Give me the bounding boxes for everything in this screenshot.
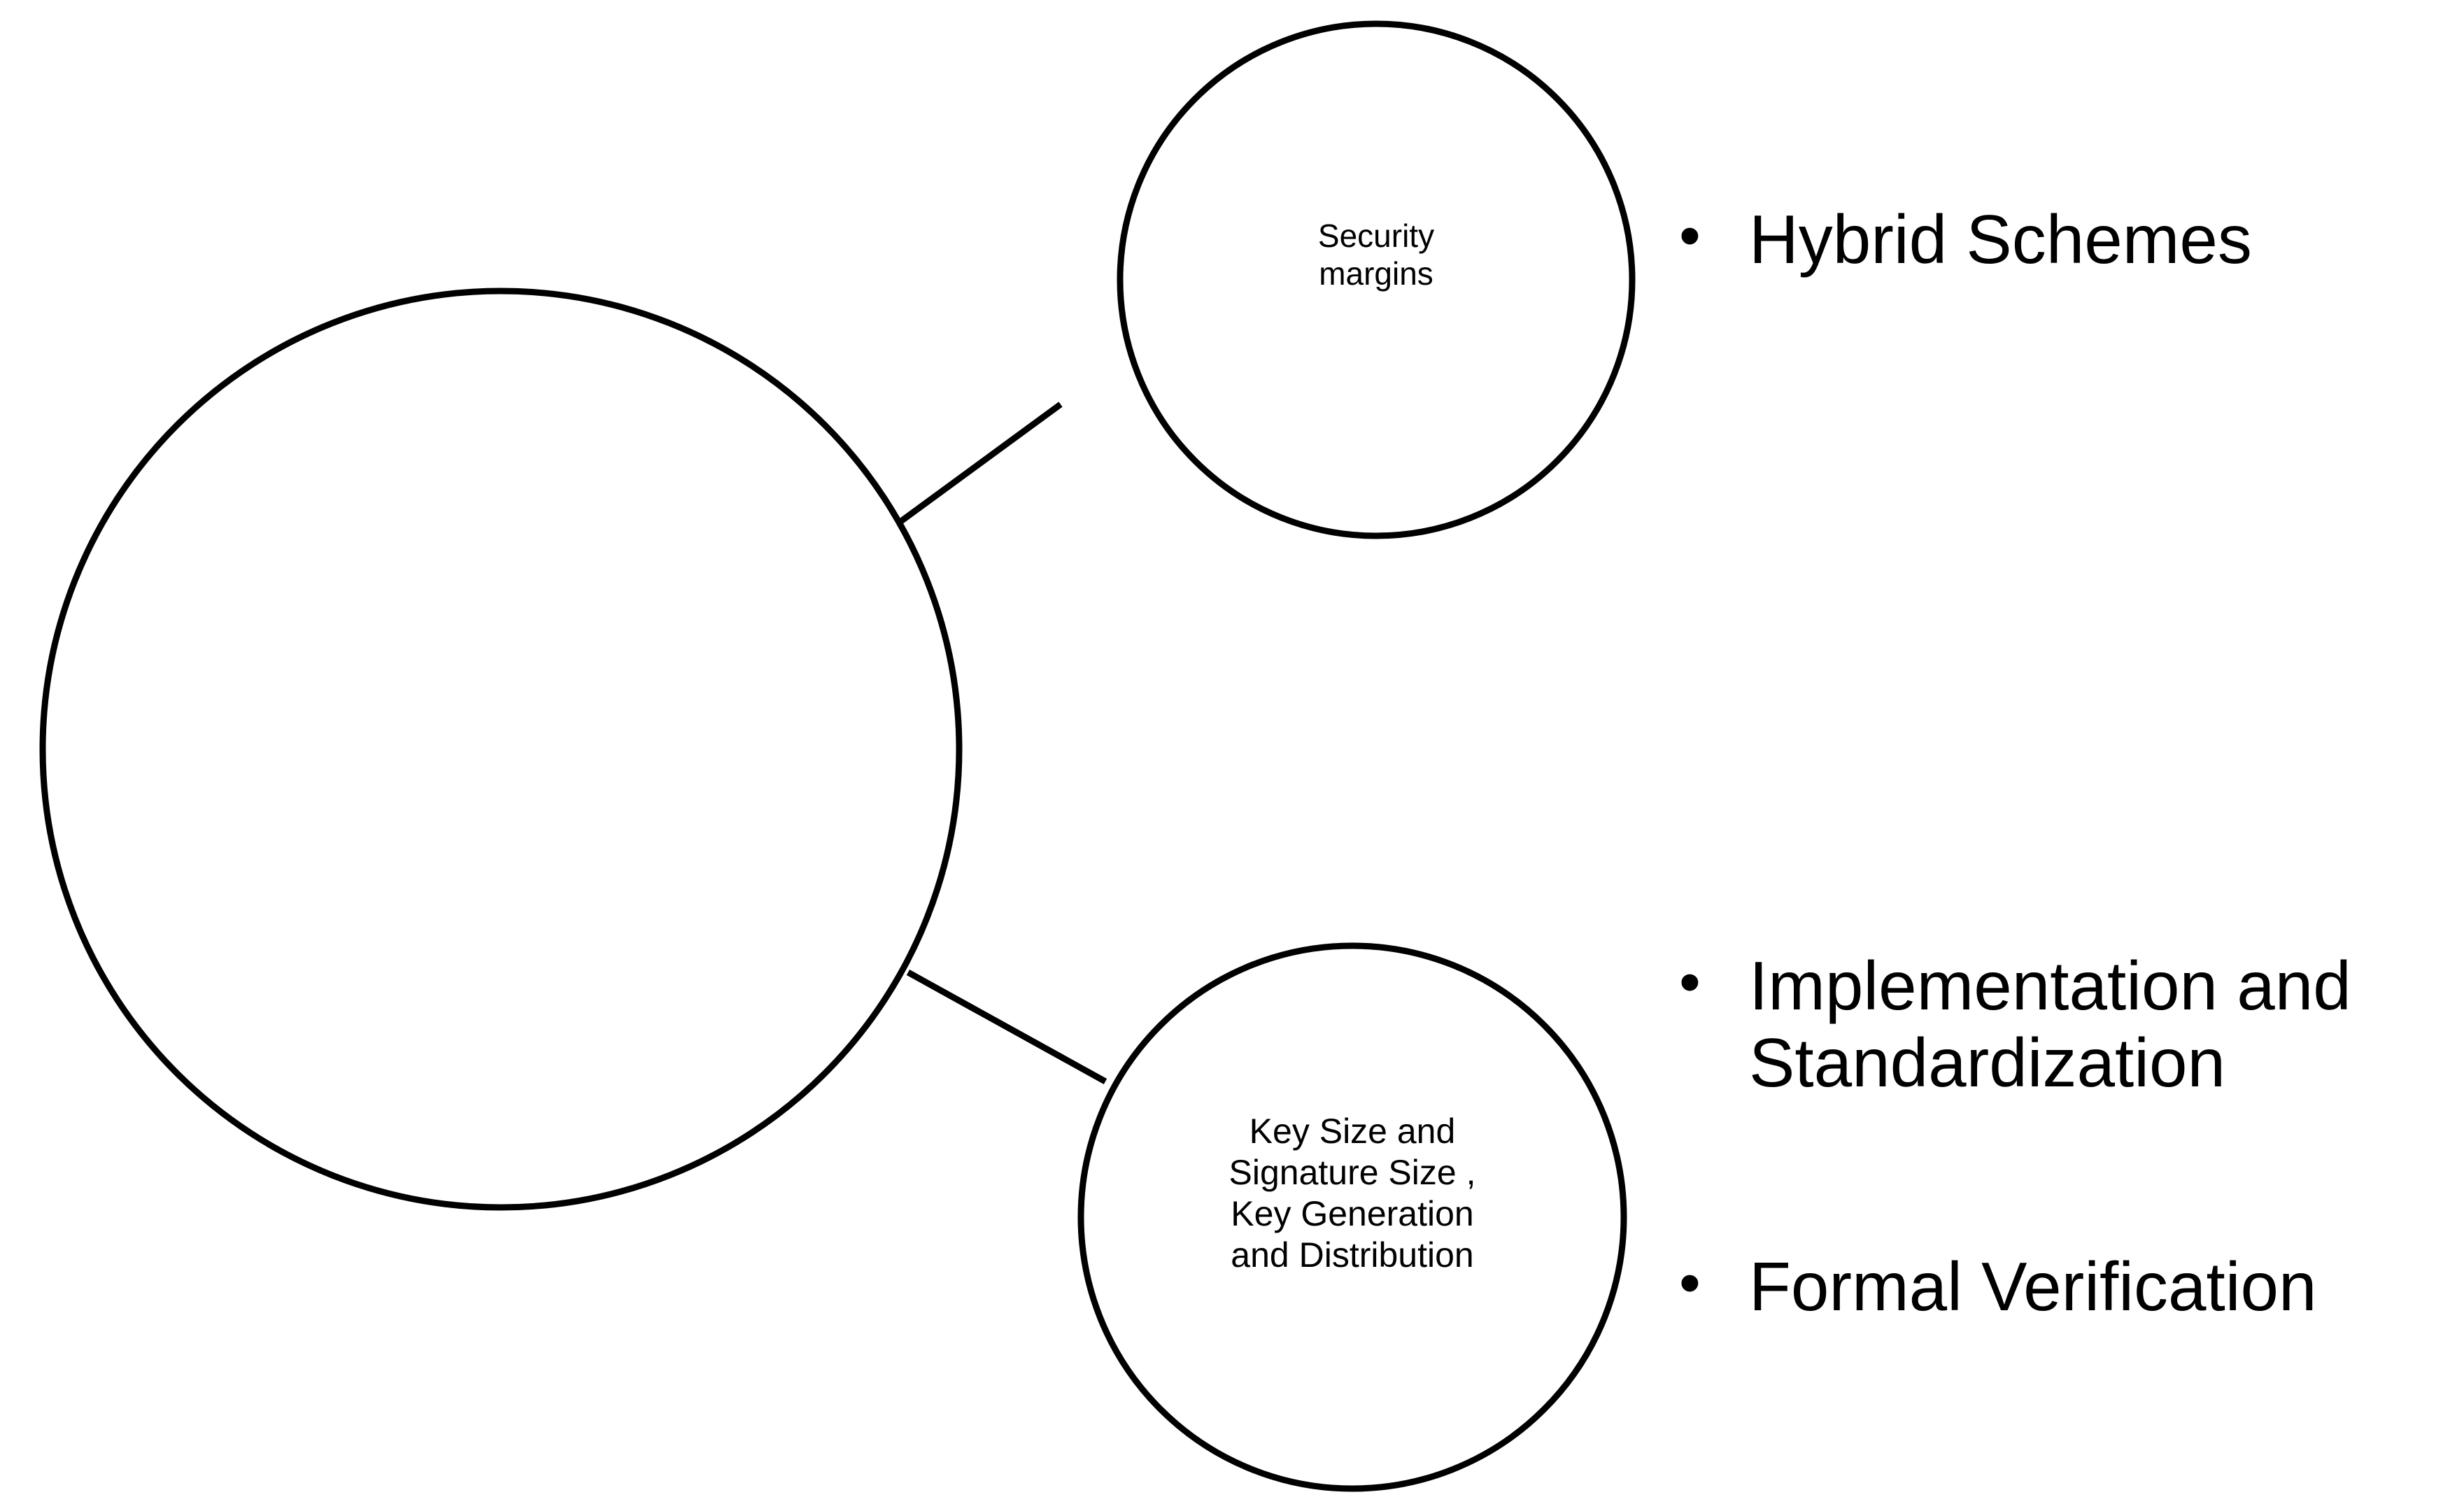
connector-root-to-security-margins bbox=[881, 402, 1063, 537]
bullet-item-implementation-and-standardization[interactable]: • Implementation and Standardization bbox=[1679, 947, 2421, 1102]
bullet-item-formal-verification[interactable]: • Formal Verification bbox=[1679, 1248, 2421, 1326]
bullet-label: Formal Verification bbox=[1749, 1248, 2317, 1325]
node-circle-root[interactable] bbox=[39, 288, 963, 1211]
bullet-label: Implementation and Standardization bbox=[1749, 947, 2351, 1101]
node-circle-key-size[interactable] bbox=[1077, 942, 1627, 1492]
bullet-item-hybrid-schemes[interactable]: • Hybrid Schemes bbox=[1679, 201, 2464, 278]
bullet-dot-icon: • bbox=[1679, 201, 1701, 270]
node-circle-security-margins[interactable] bbox=[1117, 20, 1636, 539]
bullet-dot-icon: • bbox=[1679, 1248, 1701, 1317]
bullet-list: • Hybrid Schemes • Implementation and St… bbox=[1679, 0, 2464, 1511]
connector-root-to-key-size bbox=[906, 970, 1107, 1084]
bullet-label: Hybrid Schemes bbox=[1749, 201, 2252, 278]
bullet-dot-icon: • bbox=[1679, 947, 1701, 1016]
